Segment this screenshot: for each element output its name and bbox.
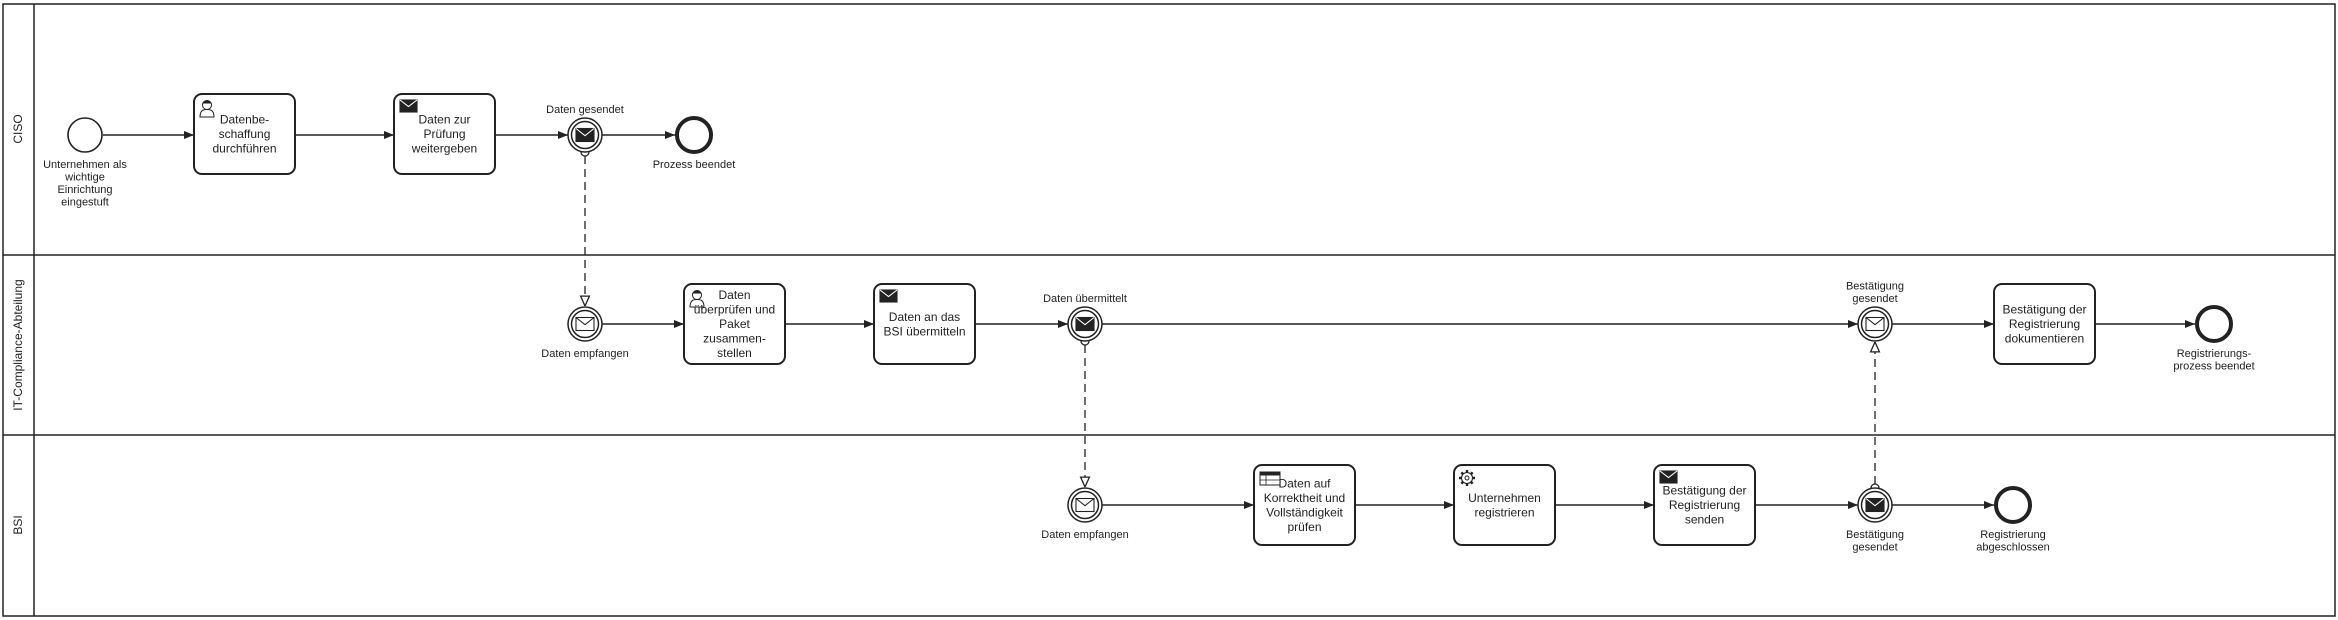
task-label-line: Vollständigkeit [1266,505,1343,519]
envelope-icon [575,127,595,143]
user-task-icon [199,100,215,118]
event-e3-end[interactable]: Prozess beendet [653,116,736,171]
task-label-line: Bestätigung der [2002,303,2086,317]
task-label-line: zusammen- [703,332,766,346]
task-label-line: Bestätigung der [1662,484,1746,498]
send-task-icon [399,99,418,113]
task-label-line: überprüfen und [694,303,775,317]
task-label-line: Daten an das [889,310,960,324]
event-label-line: prozess beendet [2173,361,2254,373]
events: Unternehmen alswichtigeEinrichtungeinges… [43,104,2255,554]
task-label-line: stellen [717,346,752,360]
event-label-line: abgeschlossen [1976,542,2049,554]
message-flows [585,156,1875,487]
event-label-line: Registrierungs- [2177,348,2252,360]
lane-label-it-compliance: IT-Compliance-Abteilung [11,279,25,410]
event-label-line: Bestätigung [1846,281,1904,293]
service-task-icon [1459,470,1475,486]
task-label-line: Paket [719,317,750,331]
send-task-icon [1659,470,1678,484]
task-label-line: Prüfung [423,127,465,141]
event-label-line: Daten empfangen [1041,529,1128,541]
task-label-line: dokumentieren [2005,332,2084,346]
task-label-line: Daten auf [1278,476,1331,490]
event-e5-throw-message[interactable]: Daten übermittelt [1043,293,1127,342]
envelope-icon [575,316,595,332]
task-label-line: weitergeben [411,142,477,156]
task-label-line: Registrierung [1669,498,1740,512]
task-label-line: schaffung [219,127,271,141]
task-label-line: Unternehmen [1468,491,1541,505]
task-label-line: durchführen [212,142,276,156]
event-label-line: gesendet [1852,293,1897,305]
event-e2-throw-message[interactable]: Daten gesendet [546,104,624,153]
event-label-line: Einrichtung [57,184,112,196]
event-label-line: gesendet [1852,542,1897,554]
pool [2,3,2336,617]
event-label-line: Daten empfangen [541,348,628,360]
envelope-icon [1075,497,1095,513]
event-label-line: Daten gesendet [546,104,624,116]
task-label-line: Daten zur [418,113,470,127]
lane-label-bsi: BSI [11,515,25,534]
event-label-line: Daten übermittelt [1043,293,1127,305]
envelope-icon [1865,497,1885,513]
lane-label-ciso: CISO [11,114,25,143]
sequence-flows [103,131,2195,509]
task-label-line: senden [1685,513,1724,527]
task-label-line: Korrektheit und [1264,491,1345,505]
envelope-icon [1075,316,1095,332]
task-label-line: Datenbe- [220,113,269,127]
event-e1-start[interactable]: Unternehmen alswichtigeEinrichtungeinges… [43,117,127,209]
task-label-line: registrieren [1474,505,1534,519]
task-label-line: Registrierung [2009,317,2080,331]
event-e8-catch-message[interactable]: Daten empfangen [1041,487,1129,541]
event-label-line: eingestuft [61,197,109,209]
event-label-line: Unternehmen als [43,159,127,171]
event-e7-end[interactable]: Registrierungs-prozess beendet [2173,305,2255,373]
event-label-line: Bestätigung [1846,529,1904,541]
business-rule-task-icon [1259,471,1281,486]
event-label-line: Registrierung [1980,529,2045,541]
envelope-icon [1865,316,1885,332]
event-label-line: Prozess beendet [653,159,736,171]
event-label-line: wichtige [64,172,105,184]
task-label-line: prüfen [1287,520,1321,534]
task-label-line: BSI übermitteln [883,324,965,338]
user-task-icon [689,290,705,308]
task-t5[interactable]: Bestätigung derRegistrierungdokumentiere… [1993,283,2096,365]
send-task-icon [879,289,898,303]
event-e4-catch-message[interactable]: Daten empfangen [541,306,629,360]
task-label-line: Daten [718,288,750,302]
